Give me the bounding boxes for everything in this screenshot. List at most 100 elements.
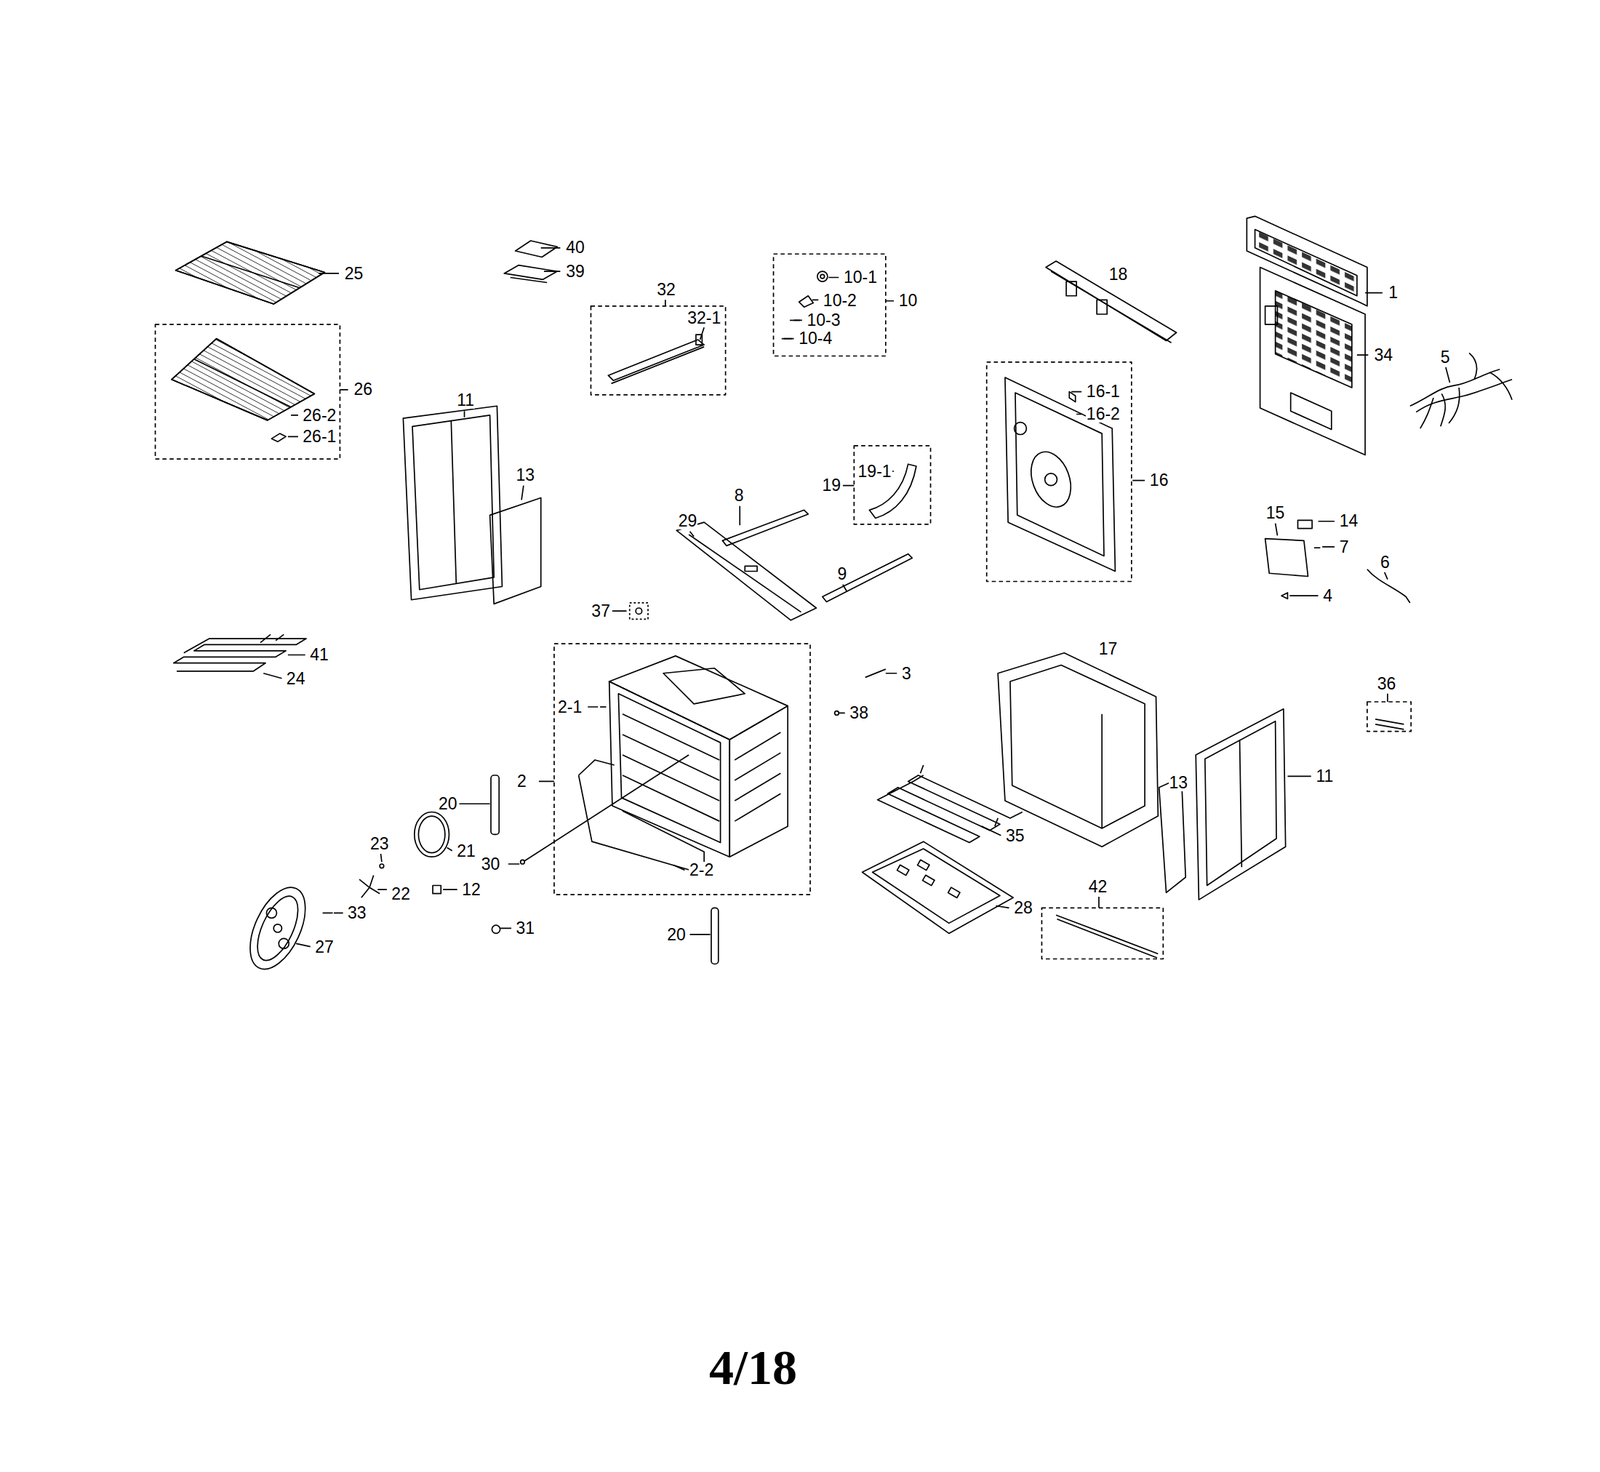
oven-cavity — [622, 734, 720, 781]
callout-number: 26 — [352, 381, 374, 398]
callout-number: 13 — [515, 466, 536, 484]
fan-part — [249, 890, 307, 966]
back-panel — [1246, 216, 1368, 455]
oven-cavity — [609, 656, 788, 740]
heating-element — [260, 634, 284, 643]
small-part — [1375, 719, 1404, 730]
callout-number: 36 — [1376, 675, 1398, 693]
callout-number: 37 — [590, 602, 611, 620]
control-part — [1265, 538, 1309, 577]
small-part — [820, 274, 825, 279]
oven-cavity — [578, 656, 789, 875]
dashed-group-box — [590, 306, 726, 395]
wire-harness — [1410, 352, 1512, 429]
callout-number: 2-2 — [688, 861, 715, 879]
dashed-group-box — [1367, 701, 1411, 732]
callout-number: 1 — [1387, 284, 1399, 302]
leader-line — [263, 248, 1450, 947]
back-panel — [1246, 216, 1368, 306]
callout-number: 25 — [344, 265, 365, 283]
callout-number: 23 — [369, 835, 390, 853]
callout-number: 15 — [1265, 504, 1286, 522]
small-part — [799, 296, 814, 307]
page-number: 4/18 — [708, 1342, 798, 1392]
callout-number: 10 — [898, 292, 919, 310]
callout-number: 16-2 — [1085, 405, 1121, 423]
fan-part — [266, 907, 277, 918]
callout-number: 13 — [1168, 774, 1190, 792]
oven-cavity — [609, 681, 731, 857]
insulation-plate — [490, 497, 542, 604]
callout-number: 16-1 — [1085, 383, 1121, 400]
small-part — [515, 240, 558, 257]
wire-harness — [1420, 397, 1434, 429]
bracket-bar — [611, 346, 705, 384]
heating-element — [173, 638, 307, 672]
oven-rack — [171, 338, 315, 421]
callout-number: 14 — [1338, 512, 1360, 530]
callout-number: 26-1 — [301, 428, 337, 446]
small-part — [629, 602, 648, 619]
dashed-group-box — [853, 445, 931, 525]
back-panel — [1290, 392, 1332, 430]
control-part — [1265, 520, 1411, 603]
callout-number: 24 — [285, 670, 307, 688]
callout-number: 4 — [1322, 587, 1334, 605]
drip-tray — [896, 864, 909, 875]
callout-number: 10-1 — [842, 269, 878, 286]
leader-line — [263, 248, 1450, 947]
fan-part — [359, 874, 380, 898]
rear-plate — [1014, 422, 1027, 435]
side-panel — [1195, 709, 1286, 900]
callout-number: 11 — [456, 392, 475, 409]
small-part — [504, 240, 558, 283]
dashed-group-box — [773, 253, 886, 356]
fan-part — [322, 912, 334, 915]
callout-number: 41 — [309, 646, 330, 664]
drip-tray — [948, 887, 960, 898]
side-panel — [412, 415, 494, 590]
callout-number: 8 — [733, 487, 745, 504]
dashed-group-box — [853, 445, 931, 525]
callout-number: 10-4 — [797, 330, 833, 347]
dashed-group-box — [554, 643, 811, 895]
insulation-wrap — [1101, 714, 1103, 829]
callout-number: 32-1 — [686, 309, 722, 327]
callout-number: 34 — [1373, 346, 1395, 364]
rod — [1056, 914, 1158, 958]
dashed-group-box — [1041, 907, 1163, 959]
rear-plate — [1069, 392, 1075, 403]
heating-element — [877, 765, 1023, 843]
back-panel — [1275, 290, 1352, 388]
small-part — [834, 711, 840, 716]
oven-rack — [176, 241, 326, 304]
wire-harness — [1440, 393, 1446, 427]
frame-tray — [744, 565, 758, 571]
fan-part — [432, 885, 441, 894]
callout-number: 21 — [456, 842, 477, 860]
callout-number: 22 — [390, 885, 411, 903]
oven-cavity — [734, 732, 781, 760]
small-part — [817, 271, 828, 282]
back-panel — [1260, 266, 1366, 455]
callout-number: 38 — [848, 704, 870, 722]
wire-harness — [1489, 372, 1512, 400]
side-panel — [402, 405, 502, 600]
callout-number: 29 — [677, 512, 699, 530]
callout-number: 11 — [1315, 768, 1335, 785]
dashed-group-box — [773, 253, 886, 356]
oven-cavity — [734, 752, 781, 781]
small-part — [510, 277, 547, 283]
control-part — [1281, 592, 1288, 599]
oven-cavity — [622, 714, 720, 760]
drip-tray — [872, 848, 1000, 923]
wire-harness — [1410, 369, 1500, 406]
dashed-group-box — [155, 324, 341, 459]
heating-element — [920, 765, 999, 827]
fan-part — [238, 811, 525, 978]
callout-number: 26-2 — [301, 407, 337, 424]
wire-harness — [1448, 387, 1460, 424]
oven-rack — [176, 241, 326, 304]
insulation-plate — [1159, 777, 1186, 893]
